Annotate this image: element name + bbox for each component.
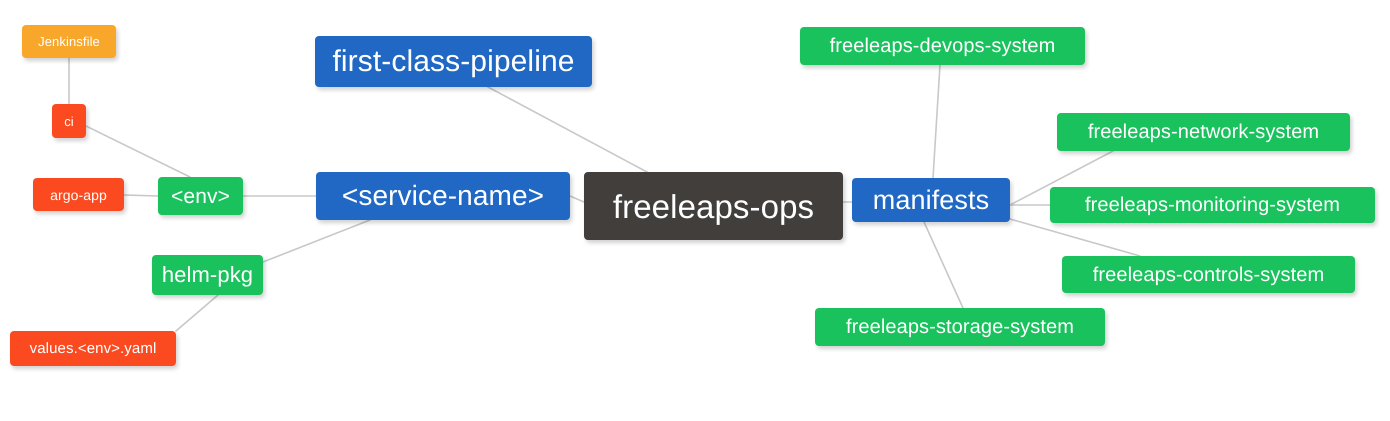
mindmap-node-manifests[interactable]: manifests	[852, 178, 1010, 222]
edge-ci-to-env	[85, 125, 191, 178]
edge-manifests-to-freeleaps-devops-system	[932, 64, 941, 179]
mindmap-node-ci[interactable]: ci	[52, 104, 86, 138]
node-label-freeleaps-network-system: freeleaps-network-system	[1087, 121, 1320, 143]
node-label-env: <env>	[171, 184, 230, 208]
mindmap-node-env[interactable]: <env>	[158, 177, 243, 215]
node-label-jenkinsfile: Jenkinsfile	[38, 34, 100, 49]
edge-manifests-to-freeleaps-controls-system	[1009, 218, 1141, 257]
mindmap-node-argo-app[interactable]: argo-app	[33, 178, 124, 211]
mindmap-node-service-name[interactable]: <service-name>	[316, 172, 570, 220]
node-label-values-env-yaml: values.<env>.yaml	[29, 340, 157, 357]
node-label-first-class-pipeline: first-class-pipeline	[332, 44, 575, 78]
mindmap-node-freeleaps-controls-system[interactable]: freeleaps-controls-system	[1062, 256, 1355, 293]
mindmap-node-first-class-pipeline[interactable]: first-class-pipeline	[315, 36, 592, 87]
mindmap-node-helm-pkg[interactable]: helm-pkg	[152, 255, 263, 295]
mindmap-node-freeleaps-network-system[interactable]: freeleaps-network-system	[1057, 113, 1350, 151]
edge-service-name-to-freeleaps-ops	[569, 195, 585, 203]
mindmap-node-values-env-yaml[interactable]: values.<env>.yaml	[10, 331, 176, 366]
node-label-freeleaps-devops-system: freeleaps-devops-system	[829, 35, 1056, 57]
edge-manifests-to-freeleaps-storage-system	[923, 221, 964, 309]
edge-first-class-pipeline-to-freeleaps-ops	[487, 86, 648, 173]
mindmap-node-jenkinsfile[interactable]: Jenkinsfile	[22, 25, 116, 58]
mindmap-node-freeleaps-devops-system[interactable]: freeleaps-devops-system	[800, 27, 1085, 65]
edge-argo-app-to-env	[123, 194, 159, 197]
node-label-manifests: manifests	[872, 184, 990, 215]
mindmap-node-freeleaps-monitoring-system[interactable]: freeleaps-monitoring-system	[1050, 187, 1375, 223]
node-label-freeleaps-monitoring-system: freeleaps-monitoring-system	[1084, 194, 1340, 216]
node-label-service-name: <service-name>	[341, 180, 545, 211]
node-label-freeleaps-controls-system: freeleaps-controls-system	[1092, 263, 1325, 286]
node-label-argo-app: argo-app	[50, 186, 107, 203]
node-label-freeleaps-storage-system: freeleaps-storage-system	[845, 316, 1075, 338]
edge-values-env-yaml-to-helm-pkg	[175, 294, 219, 332]
edge-helm-pkg-to-service-name	[262, 219, 371, 263]
node-label-freeleaps-ops: freeleaps-ops	[612, 187, 815, 225]
mindmap-node-freeleaps-storage-system[interactable]: freeleaps-storage-system	[815, 308, 1105, 346]
node-label-ci: ci	[64, 113, 74, 129]
node-label-helm-pkg: helm-pkg	[161, 262, 254, 287]
mindmap-node-freeleaps-ops[interactable]: freeleaps-ops	[584, 172, 843, 240]
